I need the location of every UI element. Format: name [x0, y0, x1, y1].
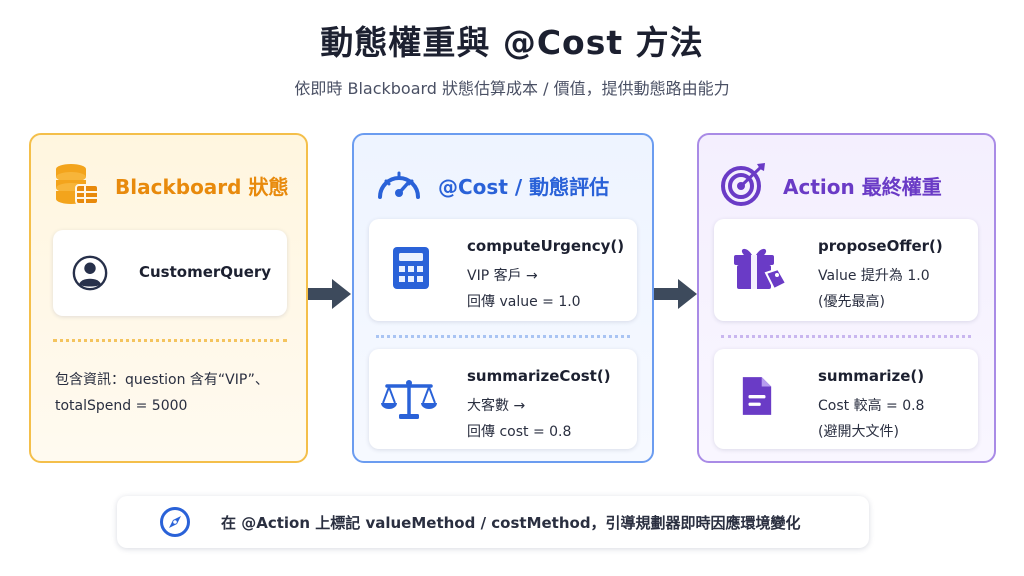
gift-tag-icon — [734, 248, 788, 291]
calculator-icon — [393, 247, 429, 289]
blackboard-info-line-1: 包含資訊：question 含有“VIP”、 — [55, 372, 269, 388]
summarize-name: summarize() — [818, 367, 925, 385]
cost-panel-header: @Cost / 動態評估 — [354, 161, 652, 207]
summarize-cost-card: summarizeCost() 大客數 → 回傳 cost = 0.8 — [369, 349, 637, 449]
summarize-line-1: Cost 較高 = 0.8 — [818, 398, 925, 414]
footer-banner: 在 @Action 上標記 valueMethod / costMethod，引… — [117, 496, 869, 548]
divider — [376, 335, 630, 338]
arrow-right-icon — [654, 279, 697, 309]
compass-icon — [160, 507, 190, 537]
blackboard-panel: Blackboard 狀態 CustomerQuery 包含資訊：questio… — [29, 133, 308, 463]
user-circle-icon — [72, 255, 108, 291]
action-panel: Action 最終權重 proposeOffer() Value 提升為 1.0… — [697, 133, 996, 463]
database-table-icon — [56, 164, 99, 205]
compute-urgency-name: computeUrgency() — [467, 237, 625, 255]
cost-panel-title: @Cost / 動態評估 — [438, 175, 610, 199]
summarize-line-2: (避開大文件) — [818, 424, 899, 440]
propose-offer-line-2: (優先最高) — [818, 294, 885, 310]
page-subtitle: 依即時 Blackboard 狀態估算成本 / 價值，提供動態路由能力 — [294, 79, 730, 98]
action-panel-title: Action 最終權重 — [783, 175, 942, 199]
blackboard-panel-header: Blackboard 狀態 — [31, 161, 306, 207]
summarize-cost-line-2: 回傳 cost = 0.8 — [467, 424, 572, 440]
summarize-cost-line-1: 大客數 → — [467, 398, 526, 414]
compute-urgency-line-1: VIP 客戶 → — [467, 268, 538, 284]
balance-scale-icon — [381, 380, 437, 419]
divider — [53, 339, 287, 342]
summarize-card: summarize() Cost 較高 = 0.8 (避開大文件) — [714, 349, 978, 449]
compute-urgency-line-2: 回傳 value = 1.0 — [467, 294, 581, 310]
compute-urgency-card: computeUrgency() VIP 客戶 → 回傳 value = 1.0 — [369, 219, 637, 321]
cost-panel: @Cost / 動態評估 computeUrgency() VIP 客戶 → 回… — [352, 133, 654, 463]
footer-text: 在 @Action 上標記 valueMethod / costMethod，引… — [221, 514, 801, 532]
propose-offer-card: proposeOffer() Value 提升為 1.0 (優先最高) — [714, 219, 978, 321]
blackboard-panel-title: Blackboard 狀態 — [115, 175, 289, 199]
document-icon — [742, 377, 772, 415]
target-icon — [721, 163, 765, 206]
page-title: 動態權重與 @Cost 方法 — [320, 23, 704, 62]
summarize-cost-name: summarizeCost() — [467, 367, 611, 385]
arrow-right-icon — [308, 279, 351, 309]
customer-query-card: CustomerQuery — [53, 230, 287, 316]
propose-offer-name: proposeOffer() — [818, 237, 943, 255]
blackboard-info-line-2: totalSpend = 5000 — [55, 398, 188, 414]
propose-offer-line-1: Value 提升為 1.0 — [818, 268, 930, 284]
speedometer-icon — [378, 171, 420, 199]
action-panel-header: Action 最終權重 — [699, 161, 994, 207]
divider — [721, 335, 971, 338]
customer-query-label: CustomerQuery — [139, 263, 272, 281]
